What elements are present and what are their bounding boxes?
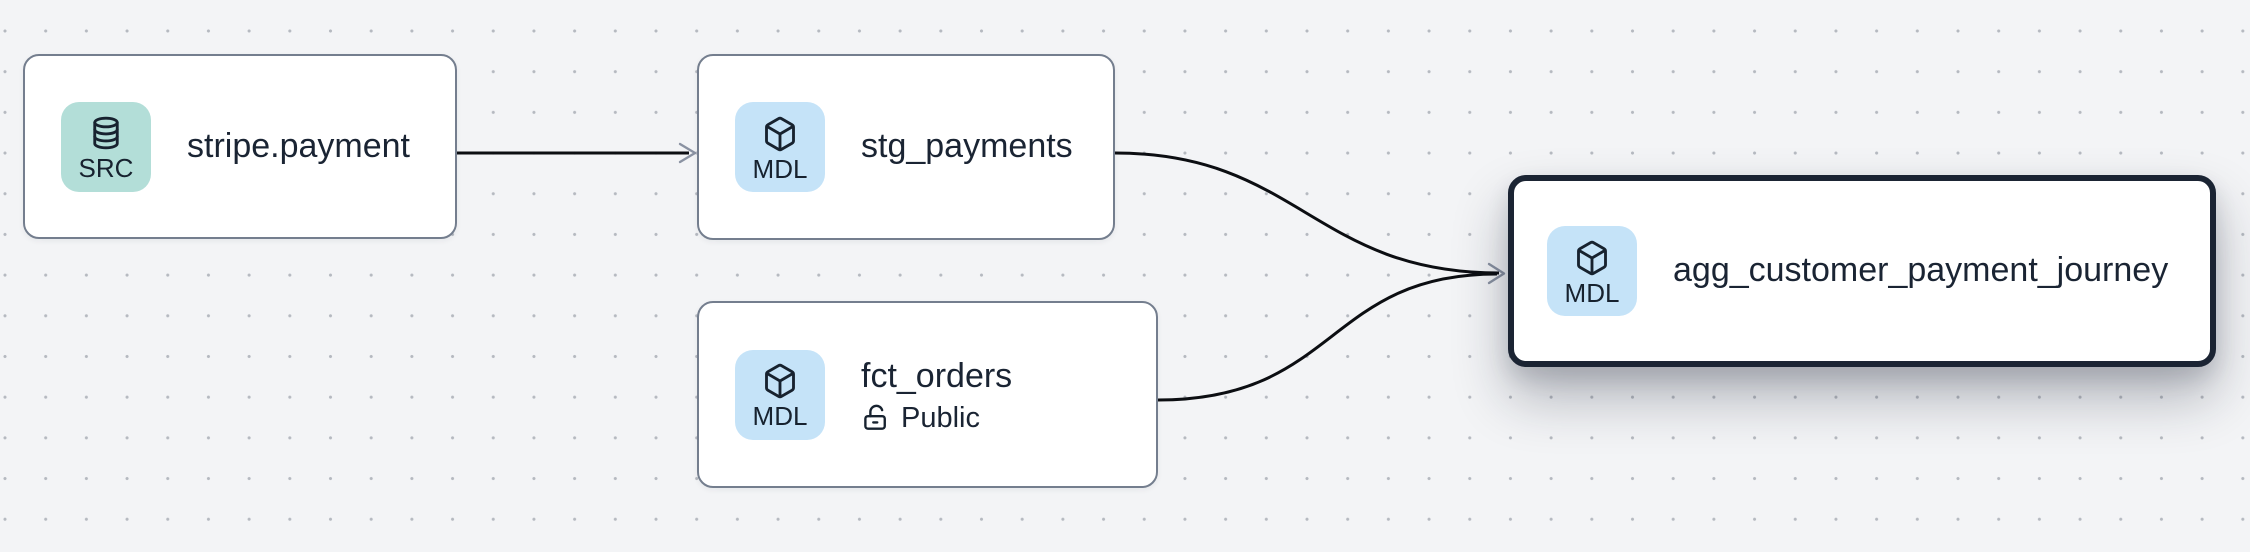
node-text: stg_payments (861, 126, 1073, 167)
model-type-badge: MDL (735, 102, 825, 192)
arrowhead-icon (678, 142, 697, 164)
cube-icon (765, 116, 795, 151)
cube-icon (1577, 240, 1607, 275)
arrowhead-icon (1487, 262, 1506, 285)
lineage-node-stripe-payment[interactable]: SRC stripe.payment (23, 54, 457, 239)
access-label: Public (861, 403, 1012, 433)
cube-icon (765, 363, 795, 399)
lineage-node-agg-customer-payment-journey[interactable]: MDL agg_customer_payment_journey (1508, 175, 2216, 367)
edge-stripe-payment-to-stg-payments (457, 142, 697, 164)
badge-label: MDL (752, 153, 808, 184)
node-text: stripe.payment (187, 126, 410, 167)
badge-label: MDL (752, 401, 808, 431)
badge-label: SRC (78, 153, 134, 183)
edge-stg-payments-to-agg (1114, 151, 1500, 275)
node-title: stg_payments (861, 127, 1073, 166)
node-title: agg_customer_payment_journey (1673, 251, 2169, 290)
lock-open-icon (864, 404, 886, 431)
lineage-node-fct-orders[interactable]: MDL fct_orders Public (697, 301, 1158, 488)
access-label-text: Public (901, 401, 980, 434)
database-icon (93, 116, 119, 150)
node-text: fct_orders Public (861, 356, 1012, 433)
node-text: agg_customer_payment_journey (1673, 250, 2168, 291)
node-title: fct_orders (861, 356, 1013, 395)
badge-label: MDL (1564, 277, 1620, 308)
lineage-node-stg-payments[interactable]: MDL stg_payments (697, 54, 1115, 240)
node-title: stripe.payment (187, 126, 410, 165)
edge-fct-orders-to-agg (1157, 272, 1498, 402)
model-type-badge: MDL (735, 349, 825, 440)
model-type-badge: MDL (1547, 226, 1637, 316)
source-type-badge: SRC (61, 101, 151, 192)
